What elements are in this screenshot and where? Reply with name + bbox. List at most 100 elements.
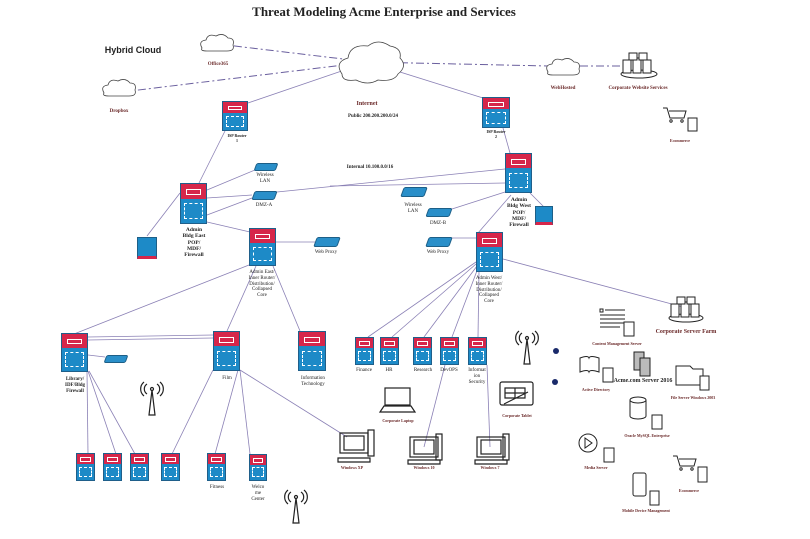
mdm-label: Mobile Device Management bbox=[622, 508, 670, 513]
link bbox=[486, 364, 491, 448]
library-access-switch-1[interactable] bbox=[76, 453, 95, 481]
dmz-a-label: DMZ-A bbox=[255, 203, 273, 208]
link bbox=[171, 369, 214, 455]
research-label: Research bbox=[413, 368, 433, 373]
finance-switch[interactable] bbox=[355, 337, 374, 365]
office365-label: Office365 bbox=[207, 62, 229, 67]
switch-bottom-panel bbox=[506, 168, 531, 192]
monitor-icon bbox=[474, 433, 510, 465]
link bbox=[214, 369, 239, 455]
dmz-b-label: DMZ-B bbox=[429, 221, 447, 226]
web-proxy-east[interactable] bbox=[313, 237, 341, 247]
link bbox=[86, 370, 89, 455]
admin-bldg-west-firewall[interactable] bbox=[505, 153, 532, 193]
link-internet-webhosted bbox=[367, 61, 549, 67]
antenna-icon bbox=[515, 330, 539, 365]
dmz-b-switch[interactable] bbox=[425, 208, 453, 217]
switch-bottom-panel bbox=[356, 347, 373, 364]
link bbox=[502, 258, 684, 308]
admin-west-core-router[interactable] bbox=[476, 232, 503, 272]
link bbox=[226, 265, 257, 332]
monitor-icon bbox=[337, 429, 375, 463]
isp-router-2[interactable] bbox=[482, 97, 510, 128]
switch-bottom-panel bbox=[208, 463, 225, 480]
switch-bottom-panel bbox=[441, 347, 458, 364]
link bbox=[206, 197, 253, 216]
link bbox=[451, 267, 479, 338]
database-icon bbox=[629, 396, 663, 430]
film-access-switch[interactable] bbox=[161, 453, 180, 481]
hybrid-cloud-label: Hybrid Cloud bbox=[104, 45, 162, 55]
research-switch[interactable] bbox=[413, 337, 432, 365]
corporate-tablet-label: Corporate Tablet bbox=[502, 413, 532, 418]
web-proxy-east-label: Web Proxy bbox=[314, 250, 338, 255]
switch-bottom-panel bbox=[162, 463, 179, 480]
admin-east-core-label: Admin East/Inner Router/Distribution/Col… bbox=[248, 270, 276, 298]
switch-bottom-panel bbox=[214, 346, 239, 370]
user-avatar-icon bbox=[552, 348, 559, 385]
hr-switch[interactable] bbox=[380, 337, 399, 365]
library-firewall[interactable] bbox=[61, 333, 88, 372]
link bbox=[88, 370, 136, 455]
switch-bottom-panel bbox=[299, 346, 325, 370]
wireless-lan-east-switch[interactable] bbox=[253, 163, 279, 171]
admin-west-core-label: Admin West/Inner Router/Distribution/Col… bbox=[475, 276, 503, 304]
switch-bottom-panel bbox=[414, 347, 431, 364]
link bbox=[73, 264, 250, 335]
corporate-laptop-label: Corporate Laptop bbox=[382, 418, 414, 423]
library-access-switch-3[interactable] bbox=[130, 453, 149, 481]
fitness-label: Fitness bbox=[209, 485, 225, 490]
cms-label: Content Management Server bbox=[592, 341, 642, 346]
media-play-icon bbox=[578, 433, 615, 463]
switch-bottom-panel bbox=[77, 463, 94, 480]
library-access-switch-2[interactable] bbox=[103, 453, 122, 481]
devops-switch[interactable] bbox=[440, 337, 459, 365]
admin-bldg-east-firewall[interactable] bbox=[180, 183, 207, 224]
link bbox=[87, 334, 214, 338]
devops-label: DevOPS bbox=[440, 368, 458, 373]
internet-label: Internet bbox=[356, 101, 378, 107]
switch-top-panel bbox=[506, 154, 531, 170]
link bbox=[276, 168, 506, 193]
fitness-switch[interactable] bbox=[207, 453, 226, 481]
isp-router-1[interactable] bbox=[222, 101, 248, 131]
welcome-center-switch[interactable] bbox=[249, 454, 267, 481]
acme-server-label: Acme.com Server 2016 bbox=[613, 378, 673, 384]
switch-top-panel bbox=[250, 229, 275, 244]
web-proxy-west[interactable] bbox=[425, 237, 453, 247]
film-switch[interactable] bbox=[213, 331, 240, 371]
server-stack-icon bbox=[620, 52, 658, 79]
switch-top-panel bbox=[181, 184, 206, 200]
folder-icon bbox=[675, 365, 710, 391]
ecommerce-label: Ecommerce bbox=[678, 488, 700, 493]
dmz-a-switch[interactable] bbox=[251, 191, 278, 200]
infosec-switch[interactable] bbox=[468, 337, 487, 365]
link bbox=[477, 194, 512, 234]
link bbox=[367, 261, 477, 338]
public-network-label: Public 200.200.200.0/24 bbox=[347, 114, 399, 119]
admin-east-core-router[interactable] bbox=[249, 228, 276, 266]
wireless-lan-west-switch[interactable] bbox=[400, 187, 428, 197]
file-server-label: File Server Windows 2003 bbox=[670, 395, 716, 400]
server-stack-icon bbox=[668, 296, 704, 323]
ips-sensor-icon bbox=[535, 206, 553, 225]
switch-top-panel bbox=[62, 334, 87, 350]
link bbox=[423, 364, 446, 448]
corporate-website-services-label: Corporate Website Services bbox=[608, 86, 668, 91]
link bbox=[87, 354, 106, 358]
link bbox=[206, 169, 256, 191]
switch-bottom-panel bbox=[131, 463, 148, 480]
active-directory-label: Active Directory bbox=[581, 387, 611, 392]
book-icon bbox=[579, 356, 614, 383]
antenna-icon bbox=[284, 489, 308, 524]
library-access-switch[interactable] bbox=[103, 355, 129, 363]
it-switch[interactable] bbox=[298, 331, 326, 371]
link bbox=[206, 221, 251, 233]
switch-bottom-panel bbox=[223, 112, 247, 130]
switch-bottom-panel bbox=[104, 463, 121, 480]
